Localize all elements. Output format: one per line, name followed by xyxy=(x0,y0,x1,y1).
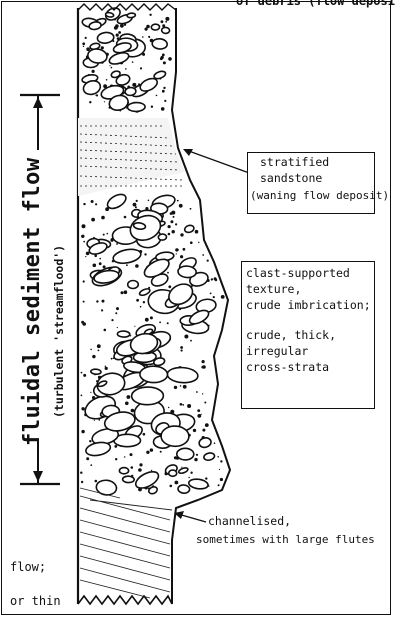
channel-note-line-1: channelised, xyxy=(208,514,291,529)
header-fragment: of debris (flow deposits xyxy=(236,0,396,9)
box2-line-1: clast-supported xyxy=(246,266,350,281)
box2-line-5: crude, thick, xyxy=(246,328,336,343)
box2-line-7: cross-strata xyxy=(246,360,329,375)
vertical-title: fluidal sediment flow xyxy=(20,157,45,446)
lower-cross-strata xyxy=(80,488,172,598)
sandstone-band xyxy=(78,118,185,196)
box1-line-1: stratified xyxy=(260,155,329,170)
vertical-subtitle: (turbulent 'streamflood') xyxy=(52,245,66,418)
column-top-break xyxy=(78,4,176,10)
top-conglomerate xyxy=(81,6,171,113)
left-fragment-or-thin: or thin xyxy=(10,594,61,609)
box1-line-3: (waning flow deposit) xyxy=(250,188,389,203)
box2-line-3: crude imbrication; xyxy=(246,298,371,313)
box2-line-2: texture, xyxy=(246,282,301,297)
box2-line-6: irregular xyxy=(246,344,308,359)
channel-note-line-2: sometimes with large flutes xyxy=(196,532,375,547)
stratified-sandstone-box: stratified sandstone (waning flow deposi… xyxy=(247,152,375,214)
box1-line-2: sandstone xyxy=(260,171,322,186)
left-fragment-flow: flow; xyxy=(10,560,46,575)
texture-description-box: clast-supported texture, crude imbricati… xyxy=(241,261,375,409)
column-base-break xyxy=(78,596,172,604)
